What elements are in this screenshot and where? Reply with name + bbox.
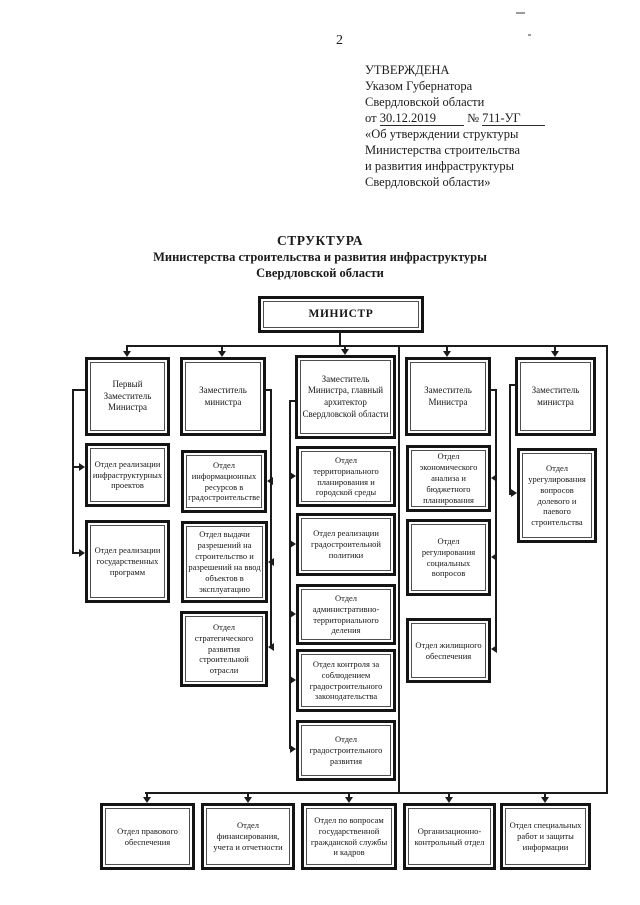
connector-line <box>146 792 148 798</box>
org-node-deputy-4: Заместитель Министра <box>405 357 491 436</box>
connector-line <box>270 389 272 647</box>
arrow-right-icon <box>79 549 85 557</box>
org-node-dept-urban-policy: Отдел реализации градостроительной полит… <box>296 513 396 576</box>
arrow-down-icon <box>345 797 353 803</box>
arrow-down-icon <box>541 797 549 803</box>
org-node-deputy-1: Первый Заместитель Министра <box>85 357 170 436</box>
chart-title-line: Министерства строительства и развития ин… <box>153 250 487 264</box>
connector-line <box>495 389 497 651</box>
connector-line <box>398 346 400 794</box>
org-node-dept-construction-permits: Отдел выдачи разрешений на строительство… <box>181 521 268 603</box>
decree-number: 711-УГ <box>482 112 545 126</box>
arrow-down-icon <box>143 797 151 803</box>
arrow-down-icon <box>445 797 453 803</box>
connector-line <box>72 389 74 554</box>
arrow-left-icon <box>268 643 274 651</box>
org-node-dept-urban-development: Отдел градостроительного развития <box>296 720 396 781</box>
arrow-left-icon <box>267 477 273 485</box>
arrow-left-icon <box>491 474 497 482</box>
connector-line <box>72 466 79 468</box>
connector-line <box>127 345 608 347</box>
org-node-dept-housing: Отдел жилищного обеспечения <box>406 618 491 683</box>
org-node-dept-special-works-infosec: Отдел специальных работ и защиты информа… <box>500 803 591 870</box>
arrow-right-icon <box>511 489 517 497</box>
arrow-right-icon <box>79 463 85 471</box>
connector-line <box>265 389 272 391</box>
org-node-dept-legal: Отдел правового обеспечения <box>100 803 195 870</box>
approval-line: Свердловской области» <box>365 175 491 189</box>
connector-line <box>446 345 448 351</box>
arrow-right-icon <box>290 676 296 684</box>
page-number: 2 <box>336 33 343 48</box>
org-node-dept-strategic-development: Отдел стратегического развития строитель… <box>180 611 268 687</box>
arrow-down-icon <box>123 351 131 357</box>
arrow-down-icon <box>551 351 559 357</box>
scan-artifact <box>516 12 525 14</box>
arrow-right-icon <box>290 540 296 548</box>
connector-line <box>554 345 556 351</box>
approval-line: и развития инфраструктуры <box>365 159 515 173</box>
chart-title-line: Свердловской области <box>256 266 384 280</box>
approval-block: УТВЕРЖДЕНА Указом Губернатора Свердловск… <box>365 62 600 190</box>
approval-line: Свердловской области <box>365 95 485 109</box>
arrow-right-icon <box>290 745 296 753</box>
org-node-deputy-3: Заместитель Министра, главный архитектор… <box>295 355 396 439</box>
connector-line <box>221 345 223 351</box>
org-node-minister: МИНИСТР <box>258 296 424 333</box>
org-node-dept-organizational-control: Организационно-контрольный отдел <box>403 803 496 870</box>
approval-line: УТВЕРЖДЕНА <box>365 63 450 77</box>
arrow-down-icon <box>443 351 451 357</box>
arrow-right-icon <box>290 472 296 480</box>
connector-line <box>544 792 546 798</box>
connector-line <box>289 400 295 402</box>
arrow-down-icon <box>244 797 252 803</box>
org-node-deputy-2: Заместитель министра <box>180 357 266 436</box>
approval-line: Министерства строительства <box>365 143 521 157</box>
connector-line <box>72 389 85 391</box>
arrow-down-icon <box>341 349 349 355</box>
connector-line <box>289 400 291 749</box>
connector-line <box>510 384 517 386</box>
chart-title-line: СТРУКТУРА <box>276 233 364 248</box>
org-node-dept-urban-legislation-control: Отдел контроля за соблюдением градострои… <box>296 649 396 712</box>
connector-line <box>72 552 79 554</box>
approval-line: «Об утверждении структуры <box>365 127 519 141</box>
org-node-dept-social-issues: Отдел регулирования социальных вопросов <box>406 519 491 596</box>
connector-line <box>339 332 341 347</box>
arrow-right-icon <box>290 610 296 618</box>
org-node-dept-territorial-planning: Отдел территориального планирования и го… <box>296 446 396 507</box>
approval-date-line: от 30.12.2019 № 711-УГ <box>365 110 600 126</box>
connector-line <box>490 389 497 391</box>
org-node-dept-state-programs: Отдел реализации государственных програм… <box>85 520 170 603</box>
org-node-dept-information-resources: Отдел информационных ресурсов в градостр… <box>181 450 267 513</box>
connector-line <box>126 345 128 351</box>
chart-title: СТРУКТУРА Министерства строительства и р… <box>0 233 640 281</box>
arrow-left-icon <box>491 645 497 653</box>
org-node-dept-economic-analysis: Отдел экономического анализа и бюджетног… <box>406 445 491 512</box>
scan-artifact <box>528 34 531 36</box>
arrow-left-icon <box>491 553 497 561</box>
approval-line: Указом Губернатора <box>365 79 473 93</box>
connector-line <box>509 384 511 495</box>
decree-date: 30.12.2019 <box>379 112 464 126</box>
connector-line <box>348 792 350 798</box>
arrow-down-icon <box>218 351 226 357</box>
org-node-dept-shared-construction: Отдел урегулирования вопросов долевого и… <box>517 448 597 543</box>
org-node-deputy-5: Заместитель министра <box>515 357 596 436</box>
org-node-dept-infrastructure-projects: Отдел реализации инфраструктурных проект… <box>85 443 170 507</box>
arrow-left-icon <box>268 558 274 566</box>
connector-line <box>448 792 450 798</box>
connector-line <box>247 792 249 798</box>
org-node-dept-civil-service-hr: Отдел по вопросам государственной гражда… <box>301 803 397 870</box>
org-node-dept-finance-accounting: Отдел финансирования, учета и отчетности <box>201 803 295 870</box>
connector-line <box>344 345 346 351</box>
connector-line <box>606 345 608 794</box>
org-node-dept-administrative-territorial: Отдел административно-территориального д… <box>296 584 396 645</box>
connector-line <box>145 792 608 794</box>
